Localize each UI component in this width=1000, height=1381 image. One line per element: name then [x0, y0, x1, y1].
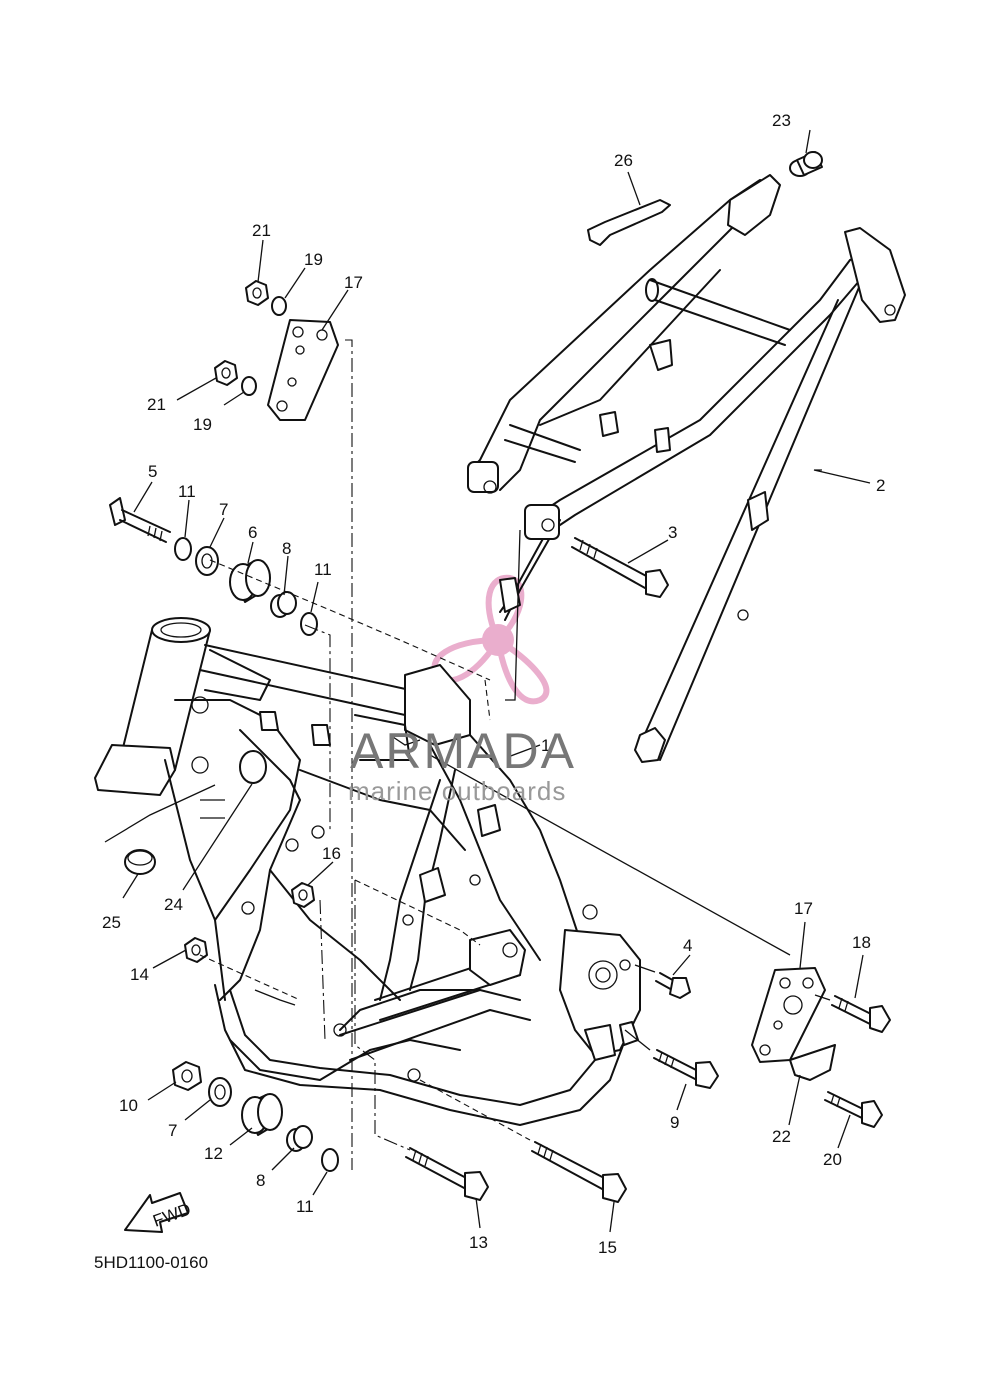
main-frame — [94, 617, 641, 1126]
label-part-16: 16 — [322, 844, 341, 863]
label-part-19b: 19 — [193, 415, 212, 434]
label-part-23: 23 — [772, 111, 791, 130]
washer-part-11b — [300, 612, 318, 636]
nut-part-21a — [245, 280, 269, 306]
collar-part-7a — [195, 546, 219, 576]
label-part-10: 10 — [119, 1096, 138, 1115]
label-part-11a: 11 — [178, 482, 196, 501]
forward-arrow-icon — [124, 1192, 189, 1233]
spacer-part-6 — [229, 559, 271, 603]
label-part-1: 1 — [541, 736, 550, 755]
diagram-reference-code: 5HD1100-0160 — [94, 1253, 208, 1272]
label-part-11b: 11 — [314, 560, 332, 579]
washer-part-19b — [241, 376, 257, 396]
label-part-2: 2 — [876, 476, 885, 495]
nut-part-10 — [172, 1061, 202, 1091]
label-part-19a: 19 — [304, 250, 323, 269]
label-part-24: 24 — [164, 895, 183, 914]
label-part-8a: 8 — [282, 539, 291, 558]
bolt-part-13 — [405, 1147, 489, 1201]
plug-part-25 — [124, 849, 156, 875]
nut-part-16 — [291, 882, 315, 908]
washer-part-11c — [321, 1148, 339, 1172]
label-part-17a: 17 — [344, 273, 363, 292]
watermark-text: ARMADA marine outboards — [348, 723, 576, 806]
bolt-part-3 — [571, 537, 669, 598]
rear-subframe — [467, 174, 906, 763]
bushing-part-23 — [789, 151, 823, 177]
collar-part-8a — [270, 591, 297, 618]
label-part-18: 18 — [852, 933, 871, 952]
label-part-6: 6 — [248, 523, 257, 542]
bolt-part-4 — [655, 972, 691, 999]
label-part-17b: 17 — [794, 899, 813, 918]
label-part-7a: 7 — [219, 500, 228, 519]
washer-part-11a — [174, 537, 192, 561]
engine-mount-bracket-upper — [267, 319, 339, 421]
bolt-part-5 — [109, 497, 171, 543]
leader-lines — [122, 129, 871, 1233]
bolt-part-20 — [824, 1091, 883, 1128]
label-part-5: 5 — [148, 462, 157, 481]
label-part-12: 12 — [204, 1144, 223, 1163]
watermark-tagline: marine outboards — [348, 776, 566, 806]
nut-part-14 — [184, 937, 208, 963]
nut-part-21b — [214, 360, 238, 386]
clip-part — [789, 1044, 836, 1081]
label-part-4: 4 — [683, 936, 692, 955]
label-part-21b: 21 — [147, 395, 166, 414]
collar-part-7b — [208, 1077, 232, 1107]
watermark-brand: ARMADA — [350, 723, 576, 779]
label-part-15: 15 — [598, 1238, 617, 1257]
assembly-guide-lines — [104, 339, 831, 1170]
label-part-11c: 11 — [296, 1197, 314, 1216]
label-part-3: 3 — [668, 523, 677, 542]
label-part-14: 14 — [130, 965, 149, 984]
label-part-26: 26 — [614, 151, 633, 170]
watermark-logo — [431, 574, 550, 705]
label-part-21a: 21 — [252, 221, 271, 240]
collar-part-8b — [286, 1125, 313, 1152]
label-part-13: 13 — [469, 1233, 488, 1252]
engine-mount-bracket-lower — [751, 967, 826, 1063]
spacer-part-12 — [241, 1093, 283, 1136]
label-part-20: 20 — [823, 1150, 842, 1169]
label-part-7b: 7 — [168, 1121, 177, 1140]
bolt-part-18 — [831, 995, 891, 1033]
label-part-9: 9 — [670, 1113, 679, 1132]
bolt-part-9 — [653, 1049, 719, 1089]
part-number-labels: 23 26 21 19 17 21 19 5 11 7 6 8 11 2 3 1… — [102, 111, 885, 1257]
strap-part-26 — [587, 199, 671, 246]
label-part-25: 25 — [102, 913, 121, 932]
label-part-22: 22 — [772, 1127, 791, 1146]
washer-part-19a — [271, 296, 287, 316]
label-part-8b: 8 — [256, 1171, 265, 1190]
bolt-part-15 — [531, 1141, 627, 1203]
